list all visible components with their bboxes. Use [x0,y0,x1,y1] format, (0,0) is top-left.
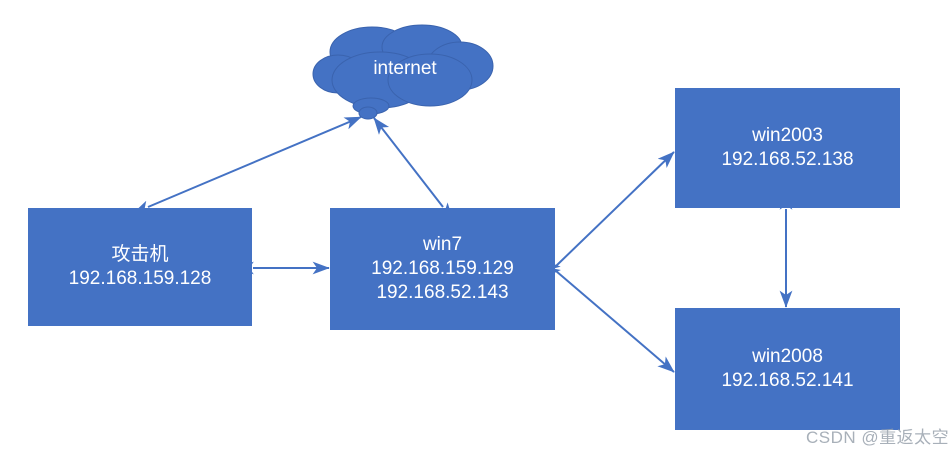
node-attacker-ip: 192.168.159.128 [68,268,212,289]
node-win2003[interactable]: win2003 192.168.52.138 [675,88,900,208]
connector-attacker-internet [132,116,362,214]
connector-win7-internet [373,117,454,220]
node-win2008[interactable]: win2008 192.168.52.141 [675,308,900,430]
node-attacker-name: 攻击机 [111,243,169,265]
node-win2008-ip: 192.168.52.141 [721,370,854,391]
node-win7-ip-external: 192.168.159.129 [371,257,514,279]
node-win2003-ip: 192.168.52.138 [721,149,854,170]
internet-cloud-shape[interactable] [310,22,500,122]
node-win7-name: win7 [422,233,463,255]
node-win7-ip-internal: 192.168.52.143 [376,282,509,304]
csdn-watermark: CSDN @重返太空 [806,428,950,447]
node-attacker[interactable]: 攻击机 192.168.159.128 [28,208,252,326]
connector-win7-win2003 [544,151,675,278]
connector-win7-win2008 [543,260,675,373]
node-win7[interactable]: win7 192.168.159.129 192.168.52.143 [330,208,555,330]
node-win2003-name: win2003 [752,124,823,146]
node-win2008-name: win2008 [752,345,823,367]
